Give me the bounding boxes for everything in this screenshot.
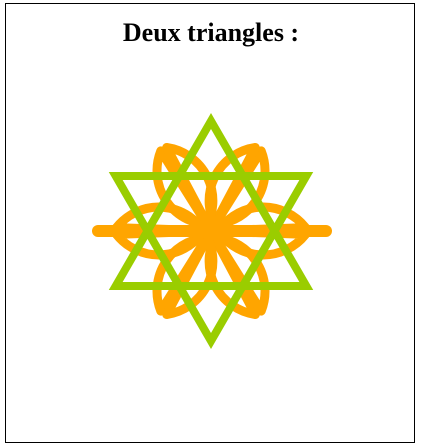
flower-star-figure (0, 0, 422, 434)
